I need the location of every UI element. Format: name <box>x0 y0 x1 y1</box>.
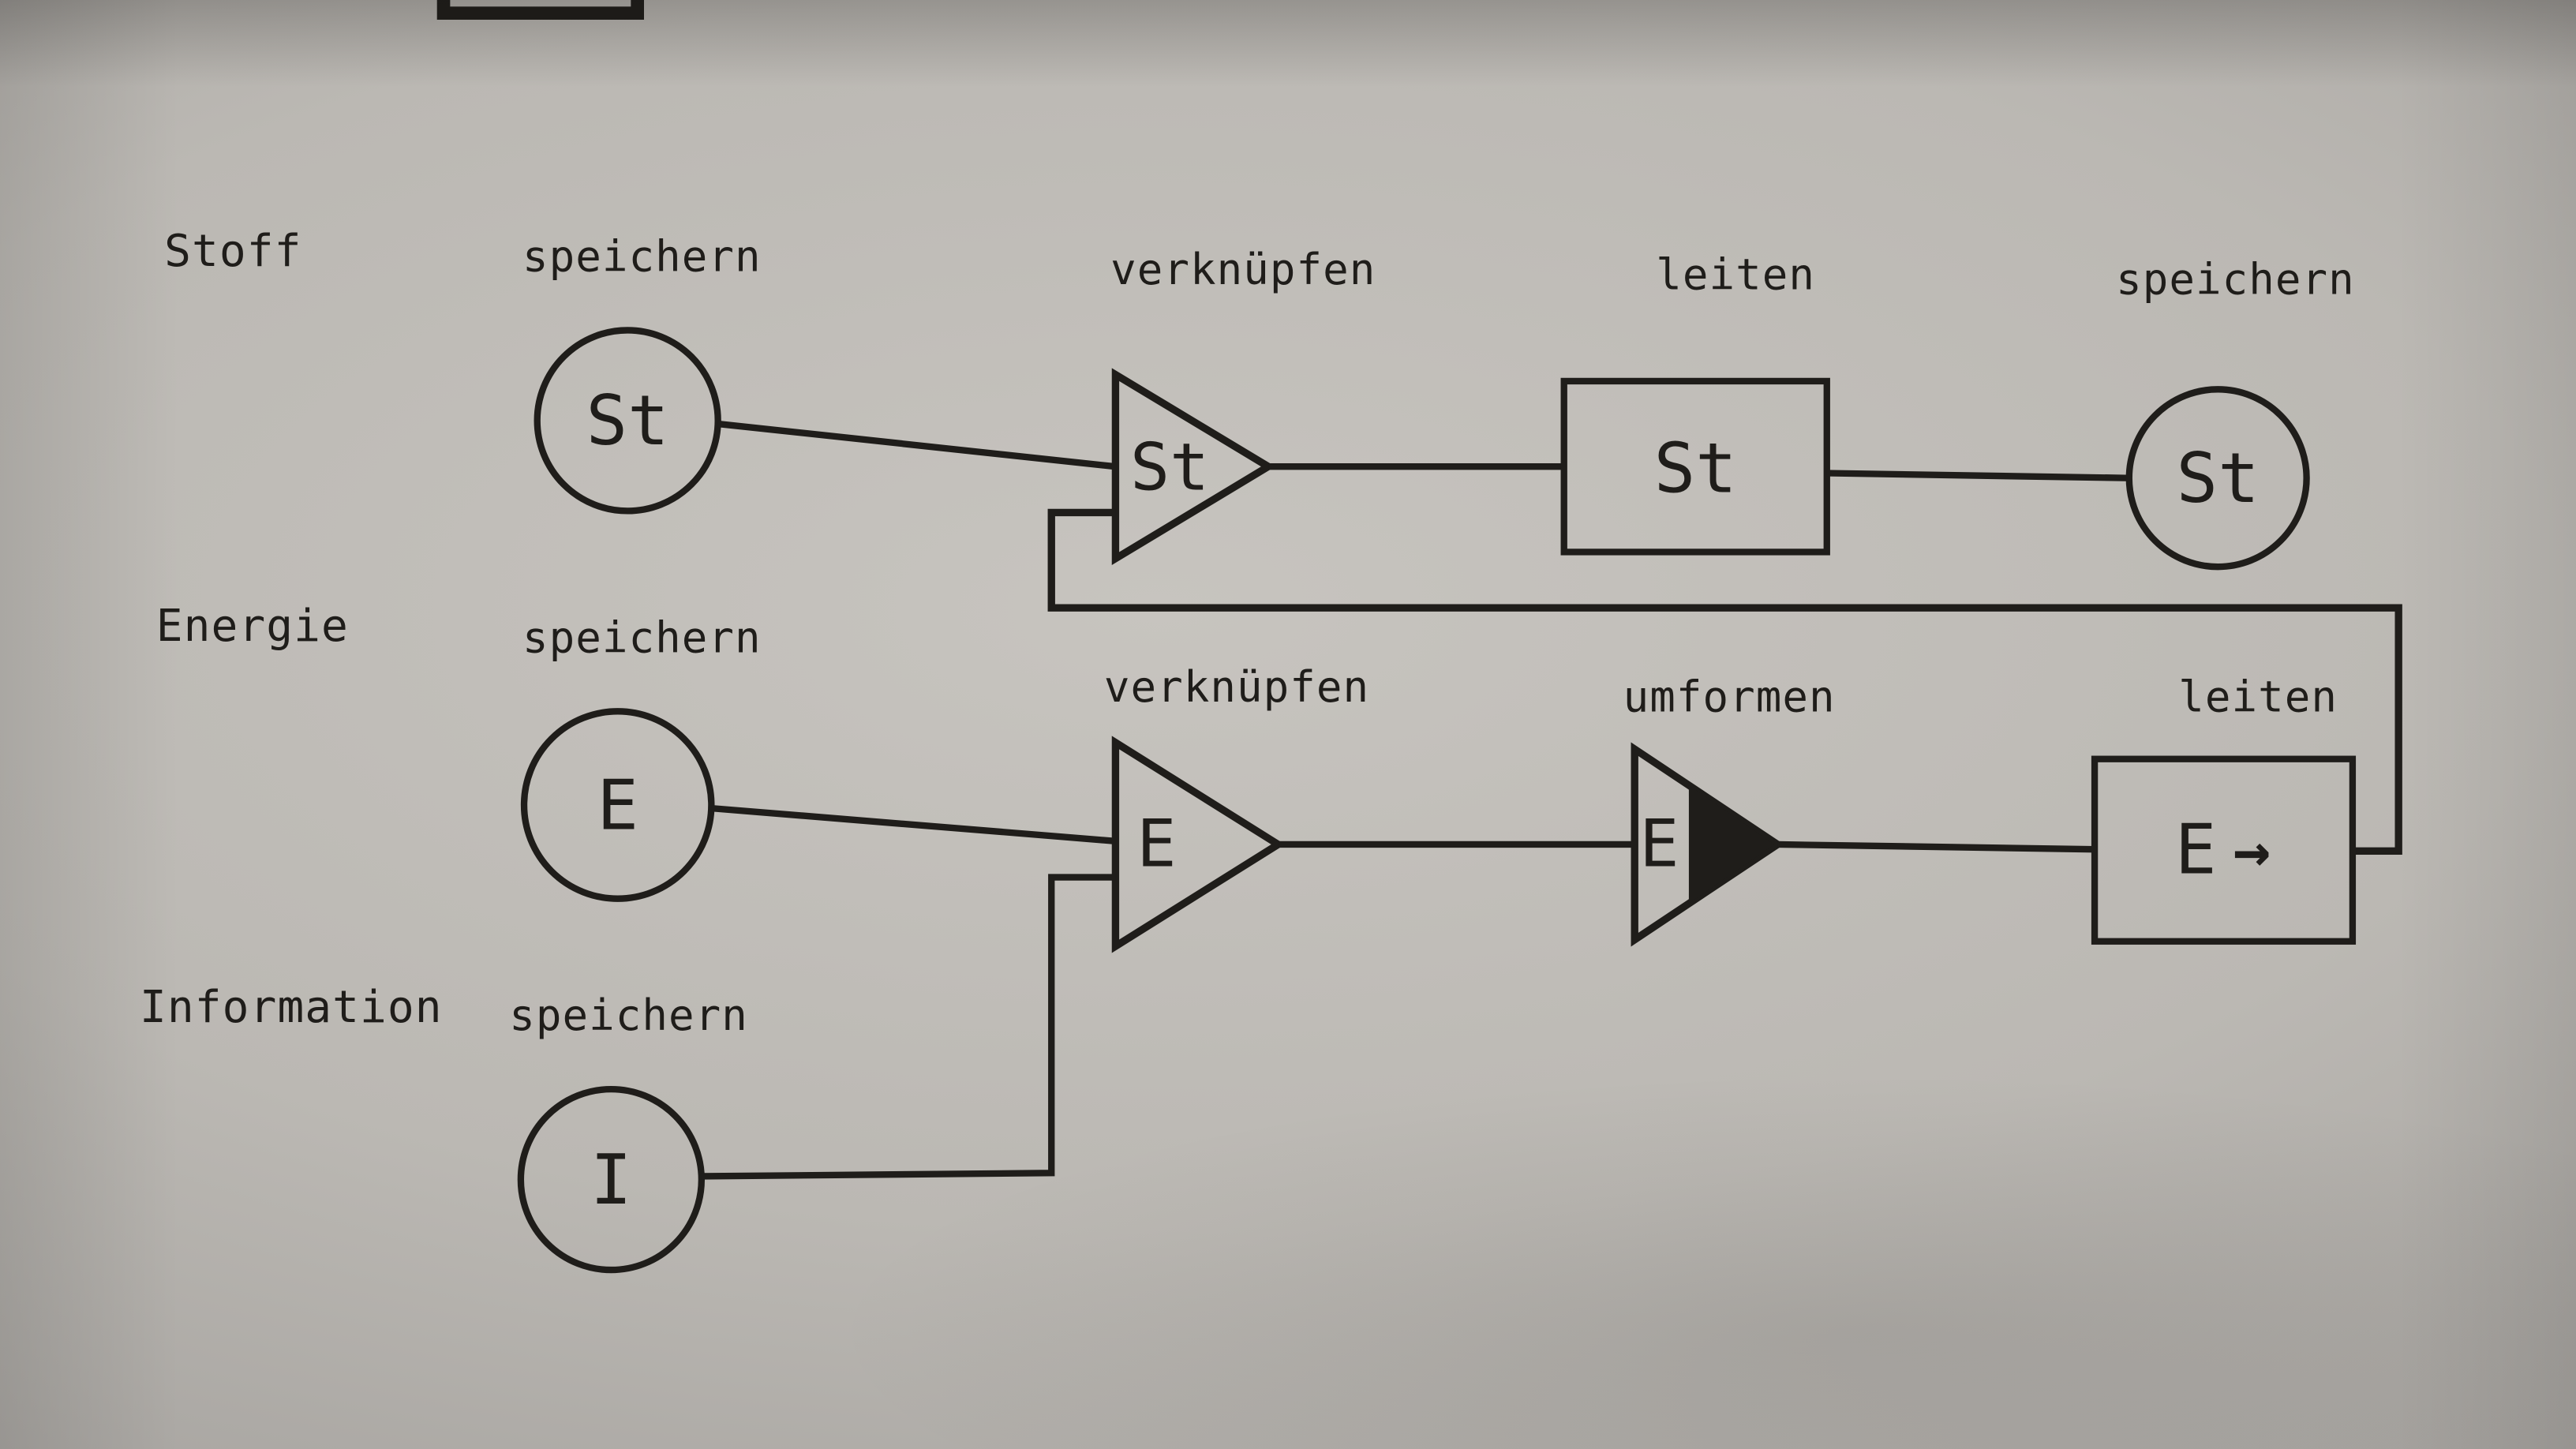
energie-combine-label: verknüpfen <box>1103 663 1370 713</box>
energie-store-to-combine-line <box>711 805 1116 844</box>
energie-transform-label: umformen <box>1623 673 1836 723</box>
energie-store-circle <box>520 708 715 902</box>
stoff-store2-symbol: St <box>2176 437 2260 519</box>
stoff-conduct-symbol: St <box>1653 428 1737 509</box>
stoff-conduct-rect <box>1560 377 1830 556</box>
stoff-combine-triangle <box>1111 368 1276 566</box>
energie-feedback-line <box>1047 508 2402 855</box>
information-store-circle <box>517 1085 706 1274</box>
right-arrow-icon: → <box>2233 813 2271 886</box>
energie-store-symbol: E <box>597 765 639 846</box>
stoff-store-to-combine-line <box>717 420 1116 470</box>
stoff-combine-symbol: St <box>1129 430 1210 507</box>
stoff-conduct-to-store-line <box>1826 470 2131 481</box>
row-label-information: Information <box>139 982 443 1034</box>
information-store-label: speichern <box>509 992 748 1042</box>
energie-transform-symbol: E <box>1639 807 1679 883</box>
energie-transform-to-conduct-line <box>1777 841 2095 853</box>
row-label-stoff: Stoff <box>164 227 302 278</box>
energie-transform-fill <box>1688 785 1775 904</box>
stoff-combine-label: verknüpfen <box>1110 246 1376 296</box>
stoff-store-circle <box>534 327 721 515</box>
energie-transform-triangle <box>1631 742 1784 947</box>
energie-combine-triangle <box>1111 736 1286 953</box>
energie-conduct-symbol: E <box>2174 809 2217 890</box>
stoff-conduct-label: leiten <box>1656 251 1816 301</box>
stoff-store-symbol: St <box>586 380 669 461</box>
energie-conduct-label: leiten <box>2178 673 2338 723</box>
energie-store-label: speichern <box>522 614 762 664</box>
row-label-energie: Energie <box>155 601 349 653</box>
information-to-energie-combine-line <box>701 874 1116 1180</box>
information-store-symbol: I <box>590 1139 632 1220</box>
energie-combine-symbol: E <box>1136 807 1177 883</box>
stoff-store2-circle <box>2125 386 2310 571</box>
cutoff-box-top <box>436 0 644 20</box>
stoff-store2-label: speichern <box>2116 256 2355 306</box>
energie-conduct-content: E → <box>2175 809 2271 889</box>
stoff-store-label: speichern <box>522 233 762 283</box>
energie-conduct-rect <box>2091 755 2357 945</box>
